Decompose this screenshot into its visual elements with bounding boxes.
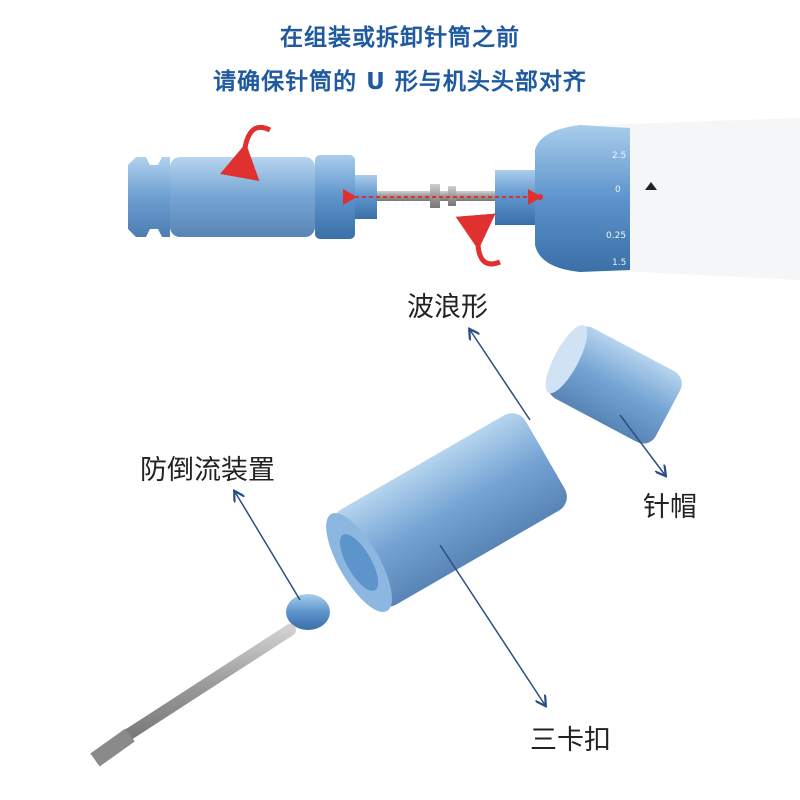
cartridge-body (326, 413, 567, 613)
pointer-icon (645, 182, 657, 190)
backflow-valve (286, 594, 330, 630)
dial-mark-1: 2.5 (612, 151, 626, 161)
header-line-1: 在组装或拆卸针筒之前 (280, 25, 520, 51)
dial-mark-4: 1.5 (612, 258, 626, 268)
header-line-2: 请确保针筒的 U 形与机头头部对齐 (213, 69, 587, 95)
rotate-arrow-icon (220, 124, 272, 182)
label-backflow: 防倒流装置 (140, 455, 275, 486)
needle-shaft (90, 624, 296, 767)
pointer-backflow (235, 492, 301, 601)
needle-cap (545, 325, 682, 444)
dial-mark-2: 0 (615, 185, 621, 195)
dial-mark-3: 0.25 (606, 231, 626, 241)
label-wave: 波浪形 (407, 292, 488, 323)
pointer-clip (439, 544, 545, 705)
handpiece: 2.5 0 0.25 1.5 (495, 118, 800, 280)
pointer-cap (619, 414, 665, 475)
label-cap: 针帽 (643, 492, 697, 523)
label-clip: 三卡扣 (530, 725, 611, 756)
pointer-wave (470, 330, 531, 421)
alignment-arrows (220, 124, 543, 267)
rotate-arrow-icon (455, 213, 501, 267)
